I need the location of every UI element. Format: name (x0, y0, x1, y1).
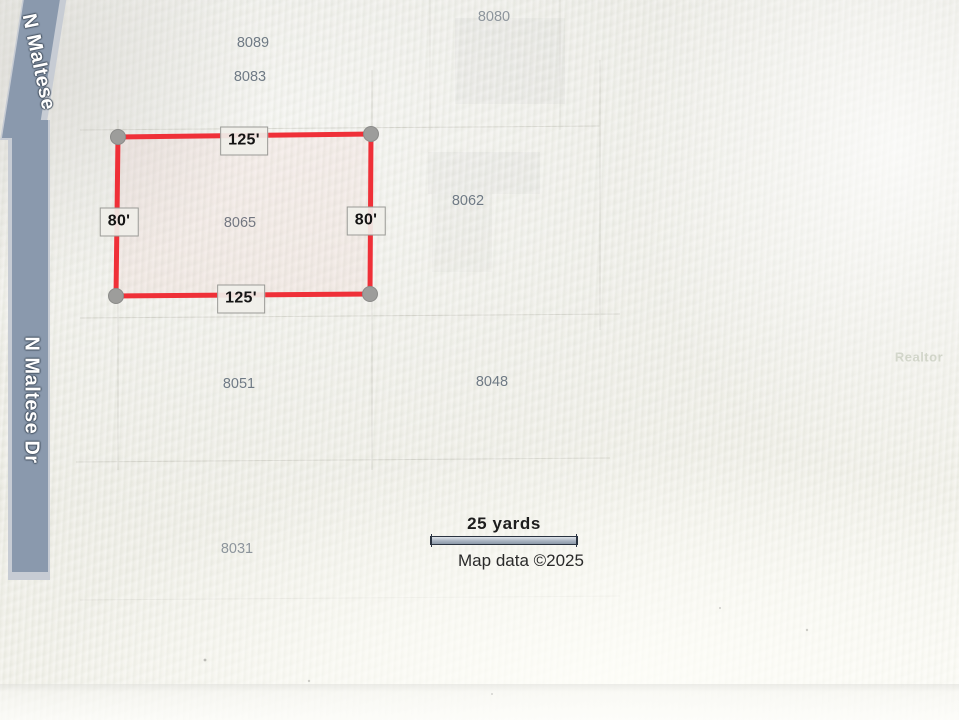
road-n-maltese-dr[interactable] (12, 120, 48, 572)
parcel-number-8083[interactable]: 8083 (233, 69, 267, 85)
parcel-number-8062[interactable]: 8062 (451, 193, 485, 209)
parcel-vertex-handle-sw[interactable] (108, 288, 124, 304)
scale-bar-graphic (430, 534, 578, 547)
scale-bar-label: 25 yards (467, 514, 541, 533)
parcel-vertex-handle-ne[interactable] (363, 126, 379, 142)
parcel-number-8089[interactable]: 8089 (236, 35, 270, 51)
parcel-number-8048[interactable]: 8048 (475, 374, 509, 390)
parcel-vertex-handle-se[interactable] (362, 286, 378, 302)
dimension-label-left[interactable]: 80' (99, 207, 139, 237)
parcel-number-8080[interactable]: 8080 (477, 9, 511, 25)
dimension-label-bottom[interactable]: 125' (217, 284, 265, 314)
parcel-number-8031[interactable]: 8031 (220, 541, 254, 557)
dimension-label-top[interactable]: 125' (220, 126, 268, 156)
parcel-vertex-handle-nw[interactable] (110, 129, 126, 145)
parcel-number-8051[interactable]: 8051 (222, 376, 256, 392)
parcel-number-8065[interactable]: 8065 (224, 215, 256, 231)
parcel-polygon[interactable] (113, 131, 374, 299)
scale-bar-control: 25 yards (430, 514, 578, 547)
scale-tick-left (431, 534, 432, 547)
map-attribution: Map data ©2025 (458, 551, 584, 570)
dimension-label-right[interactable]: 80' (346, 206, 386, 236)
scale-tick-right (576, 534, 577, 547)
